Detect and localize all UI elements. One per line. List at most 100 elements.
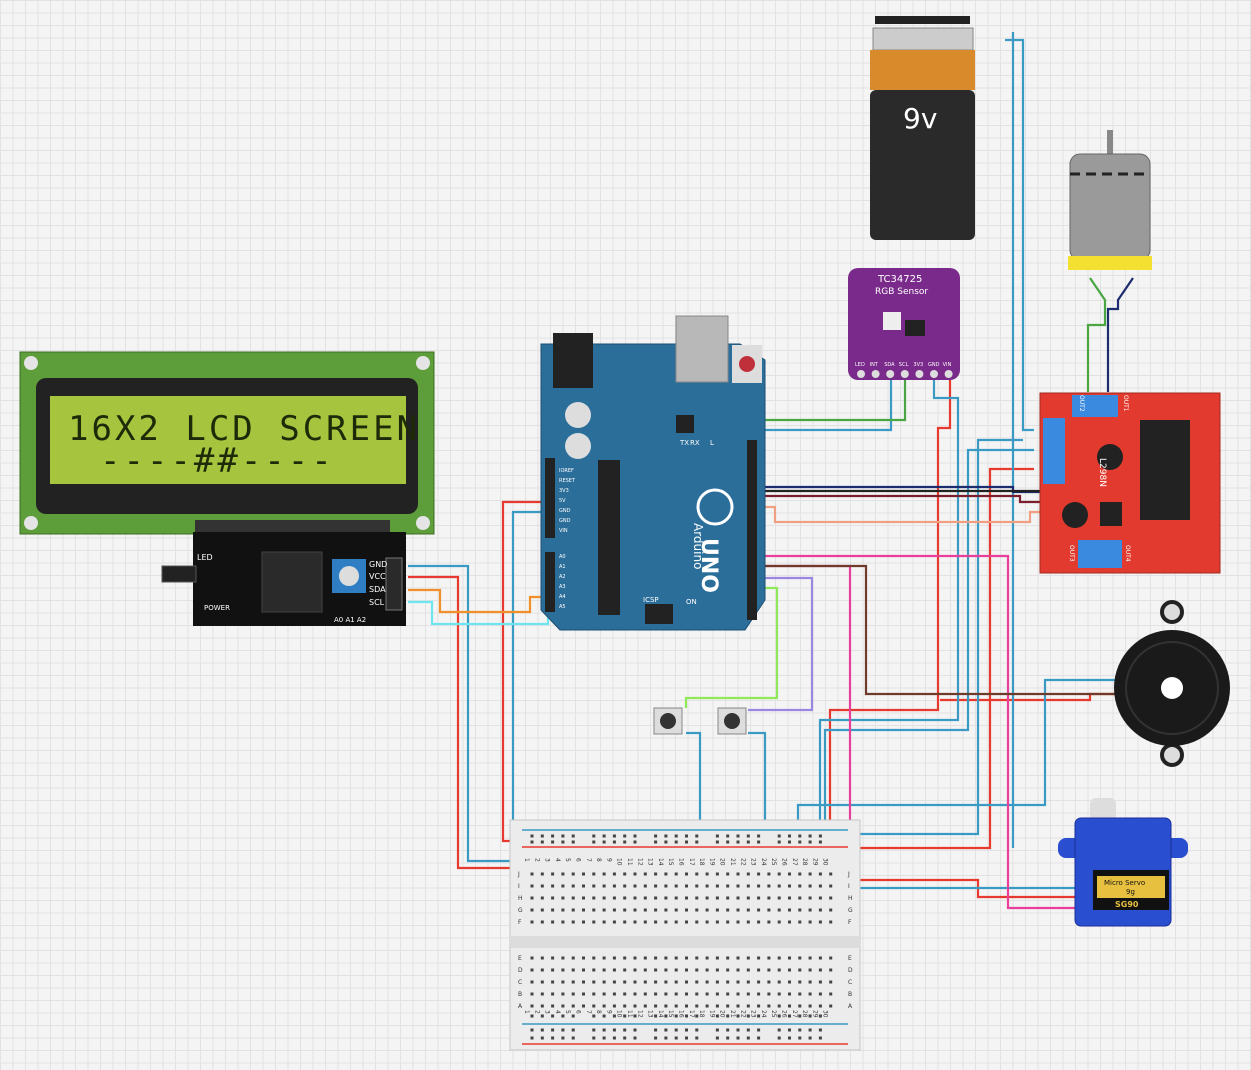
breadboard-row-label: G bbox=[518, 907, 523, 914]
breadboard-column-label: 28 bbox=[801, 1010, 808, 1018]
breadboard-column-label: 24 bbox=[760, 1010, 767, 1018]
wire-lcd-gnd-blue bbox=[408, 564, 552, 863]
power-jack bbox=[553, 333, 593, 388]
sensor-pin-label: SDA bbox=[884, 362, 895, 368]
breadboard-column-label: 14 bbox=[657, 858, 664, 866]
breadboard-column-label: 9 bbox=[605, 1010, 612, 1014]
breadboard-column-label: 24 bbox=[760, 858, 767, 866]
breadboard-column-label: 18 bbox=[698, 858, 705, 866]
breadboard-column-label: 17 bbox=[688, 1010, 695, 1018]
breadboard-row-label: E bbox=[518, 955, 522, 962]
buzzer bbox=[1114, 600, 1230, 767]
power-pin-label: VIN bbox=[559, 528, 568, 534]
wire-lcd-scl-cyan bbox=[408, 600, 550, 626]
wire-sensor-gnd-blue bbox=[818, 378, 960, 836]
breadboard-column-label: 2 bbox=[533, 858, 540, 862]
breadboard-column-label: 16 bbox=[678, 858, 685, 866]
digital-header-top bbox=[747, 440, 757, 530]
sensor-pin-label: SCL bbox=[899, 362, 909, 368]
wire-sensor-sda bbox=[752, 378, 893, 432]
analog-header bbox=[545, 552, 555, 612]
driver-out4: OUT4 bbox=[1124, 545, 1131, 562]
lcd-line-2: ----##---- bbox=[100, 441, 335, 481]
breadboard-row-label: C bbox=[518, 979, 522, 986]
breadboard-column-label: 23 bbox=[750, 1010, 757, 1018]
sensor-pin-label: LED bbox=[855, 362, 865, 368]
wires bbox=[408, 32, 1134, 910]
wire-buzzer-gnd-blue bbox=[796, 678, 1128, 836]
wire-driver-12v-red bbox=[813, 467, 1034, 850]
breadboard: 1122334455667788991010111112121313141415… bbox=[509, 819, 861, 1051]
breadboard-column-label: 29 bbox=[811, 858, 818, 866]
wire-lcd-sda-orange bbox=[408, 588, 551, 614]
usb-port bbox=[675, 315, 729, 383]
breadboard-column-label: 21 bbox=[729, 858, 736, 866]
breadboard-row-label: F bbox=[518, 919, 522, 926]
breadboard-column-label: 11 bbox=[626, 1010, 633, 1018]
breadboard-holes bbox=[530, 834, 833, 1040]
analog-pin-label: A2 bbox=[559, 574, 566, 580]
breadboard-row-label: D bbox=[848, 967, 853, 974]
arduino-uno: Arduino UNO ICSP ON TX RX L IOREFRESET3V… bbox=[540, 315, 766, 631]
terminal-block bbox=[1043, 418, 1065, 484]
breadboard-row-label: I bbox=[848, 883, 850, 890]
mount-hole-icon bbox=[416, 516, 430, 530]
sensor-pin-label: GND bbox=[928, 362, 940, 368]
i2c-backpack: LED POWER A0 A1 A2 GND VCC SDA SCL bbox=[161, 532, 406, 626]
breadboard-column-label: 11 bbox=[626, 858, 633, 866]
breadboard-column-label: 8 bbox=[595, 858, 602, 862]
analog-pin-label: A1 bbox=[559, 564, 566, 570]
breadboard-row-label: B bbox=[848, 991, 852, 998]
push-button-1[interactable] bbox=[653, 707, 683, 735]
wire-servo-signal-pink bbox=[752, 554, 1076, 910]
wire-motor-green bbox=[1086, 277, 1107, 392]
mount-hole-icon bbox=[416, 356, 430, 370]
breadboard-column-label: 6 bbox=[575, 858, 582, 862]
lcd-module: 16X2 LCD SCREEN ----##---- bbox=[19, 351, 435, 535]
battery-9v: 9v bbox=[870, 16, 975, 240]
i2c-pin-vcc: VCC bbox=[369, 572, 386, 581]
breadboard-column-label: 26 bbox=[781, 1010, 788, 1018]
push-button-2[interactable] bbox=[717, 707, 747, 735]
breadboard-column-label: 21 bbox=[729, 1010, 736, 1018]
analog-pin-label: A5 bbox=[559, 604, 566, 610]
sensor-pin-icon bbox=[944, 370, 953, 378]
breadboard-row-label: A bbox=[848, 1003, 853, 1010]
on-label: ON bbox=[686, 598, 697, 606]
wire-button1-lime bbox=[684, 586, 779, 708]
breadboard-column-labels: 1122334455667788991010111112121313141415… bbox=[523, 858, 829, 1018]
breadboard-column-label: 7 bbox=[585, 1010, 592, 1014]
power-pin-label: GND bbox=[559, 508, 571, 514]
lcd-screen bbox=[50, 396, 406, 484]
breadboard-column-label: 30 bbox=[822, 1010, 829, 1018]
breadboard-column-label: 27 bbox=[791, 1010, 798, 1018]
breadboard-column-label: 1 bbox=[523, 858, 530, 862]
arduino-brand: Arduino bbox=[691, 523, 705, 569]
breadboard-column-label: 4 bbox=[554, 858, 561, 862]
wire-motor-blue bbox=[1106, 277, 1134, 392]
breadboard-column-label: 4 bbox=[554, 1010, 561, 1014]
servo-model: SG90 bbox=[1115, 900, 1139, 909]
push-button-cap-icon bbox=[660, 713, 676, 729]
breadboard-column-label: 19 bbox=[708, 1010, 715, 1018]
i2c-addr-label: A0 A1 A2 bbox=[334, 616, 366, 624]
heatsink bbox=[1140, 420, 1190, 520]
breadboard-column-label: 29 bbox=[811, 1010, 818, 1018]
breadboard-column-label: 30 bbox=[822, 858, 829, 866]
i2c-power-label: POWER bbox=[204, 604, 230, 612]
rx-label: RX bbox=[690, 439, 700, 447]
breadboard-column-label: 3 bbox=[544, 1010, 551, 1014]
breadboard-row-label: H bbox=[518, 895, 523, 902]
wire-sensor-vin-red bbox=[828, 378, 952, 842]
arduino-model: UNO bbox=[696, 538, 721, 593]
sensor-pin-icon bbox=[900, 370, 909, 378]
lcd-header-pins bbox=[195, 520, 390, 534]
i2c-pin-sda: SDA bbox=[369, 585, 386, 594]
breadboard-column-label: 25 bbox=[770, 1010, 777, 1018]
tx-label: TX bbox=[679, 439, 689, 447]
power-pin-label: RESET bbox=[559, 478, 576, 484]
